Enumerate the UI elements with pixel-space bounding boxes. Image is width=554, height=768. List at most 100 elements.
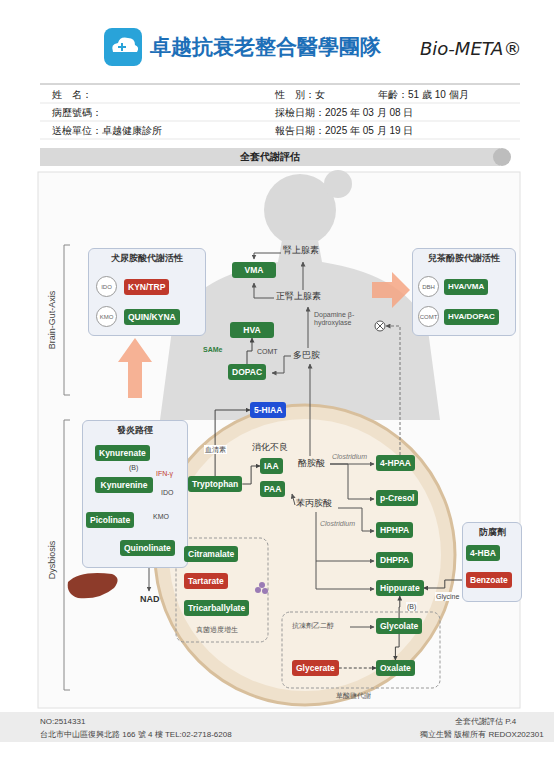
illustration-path (316, 512, 374, 589)
label-text: 年齡：51 歲 10 個月 (378, 89, 469, 100)
metabolite-box: HVA/DOPAC (444, 309, 499, 325)
panel-title: 犬尿胺酸代謝活性 (89, 253, 205, 265)
edge-label: IDO (160, 488, 174, 497)
node-text: Benzoate (470, 575, 508, 585)
illustration-line (40, 121, 520, 122)
illustration-rect (282, 612, 440, 688)
illustration-rect (38, 172, 520, 708)
illustration-path (372, 272, 410, 308)
metric-panel: 兒茶酚胺代謝活性 DBH HVA/VMA COMT HVA/DOPAC (412, 248, 516, 336)
label-text: Bio-META® (420, 38, 521, 60)
node-text: Glycolate (380, 621, 418, 631)
label-text: 抗凍劑乙二醇 (292, 622, 334, 630)
node-text: Picolinate (90, 515, 130, 525)
illustration-rect (0, 712, 554, 742)
connector (242, 466, 260, 484)
illustration-line (40, 84, 520, 85)
panel-title: 防腐劑 (463, 527, 521, 539)
illustration-path (316, 561, 374, 562)
illustration-path (254, 253, 281, 259)
panel-title: 兒茶酚胺代謝活性 (413, 253, 515, 265)
label-text: Dopamine β-hydroxylase (314, 311, 366, 327)
label-text: 報告日期：2025 年 05 月 19 日 (275, 125, 413, 136)
illustration-path (350, 627, 374, 628)
label-text: 真菌過度增生 (196, 626, 238, 634)
metabolite-box: HVA (230, 322, 274, 338)
connector (247, 338, 252, 364)
label-text: IFN-γ (156, 470, 173, 478)
node-text: VMA (245, 265, 264, 275)
metabolite-box: DOPAC (228, 364, 266, 380)
illustration-path (68, 573, 118, 598)
footer-text: 獨立生醫 版權所有 REDOX202301 (420, 729, 544, 740)
metabolite-box: Kynurenate (95, 445, 150, 461)
metabolite-box: PAA (260, 481, 285, 497)
node-text: IDO (101, 284, 112, 290)
node-text: HPHPA (380, 525, 409, 535)
metabolite-box: KYN/TRP (124, 279, 169, 295)
illustration-path (386, 326, 400, 460)
metabolite-box: QUIN/KYNA (124, 309, 180, 325)
connector (215, 410, 250, 476)
node-text: Tryptophan (192, 479, 238, 489)
metabolite-box: Glycolate (376, 618, 422, 634)
node-text: Quinolinate (124, 543, 171, 553)
illustration-circle (262, 588, 268, 594)
label-text: 苯丙胺酸 (296, 498, 332, 509)
label-text: SAMe (203, 346, 222, 354)
connector (424, 580, 466, 588)
illustration-circle (375, 321, 385, 331)
metabolite-box: Tricarballylate (184, 600, 249, 616)
section-title: 全套代謝評估 (240, 151, 300, 162)
illustration-path (118, 338, 152, 398)
illustration-path (64, 420, 70, 690)
node-text: p-Cresol (380, 493, 414, 503)
metabolite-box: IAA (260, 458, 283, 474)
label-text: 消化不良 (252, 442, 288, 453)
connector (399, 596, 401, 618)
metabolite-box: 5-HIAA (250, 402, 286, 418)
illustration-circle (259, 582, 265, 588)
label-text: 送檢單位：卓越健康診所 (52, 125, 162, 136)
node-text: 4-HPAA (380, 458, 411, 468)
illustration-path (308, 307, 309, 348)
illustration-circle (169, 419, 441, 691)
footer-text: 全套代謝評估 P.4 (455, 716, 516, 727)
illustration-path (112, 38, 138, 52)
label-text: 多巴胺 (293, 350, 320, 361)
node-text: DBH (422, 284, 435, 290)
illustration-rect (40, 148, 500, 166)
axis-label: Brain-Gut-Axis (47, 291, 58, 350)
node-text: Hippurate (380, 583, 420, 593)
enzyme-circle: IDO (96, 276, 117, 297)
node-text: Tricarballylate (188, 603, 245, 613)
metabolite-box: Oxalate (376, 660, 415, 676)
node-text: QUIN/KYNA (128, 312, 176, 322)
label-text: 卓越抗衰老整合醫學團隊 (150, 34, 381, 60)
enzyme-circle: DBH (418, 276, 439, 297)
metabolite-box: HPHPA (376, 522, 413, 538)
panel-title: 發炎路徑 (83, 425, 187, 437)
illustration-rect (176, 538, 268, 642)
metabolite-box: VMA (232, 262, 276, 278)
illustration-path (377, 323, 383, 329)
metabolite-box: Kynurenine (95, 477, 153, 493)
metabolite-box: Benzoate (466, 572, 512, 588)
node-text: PAA (264, 484, 281, 494)
metabolite-box: 4-HPAA (376, 455, 415, 471)
node-text: Glycerate (296, 663, 335, 673)
metabolite-box: Citramalate (184, 546, 238, 562)
metabolite-box: Hippurate (376, 580, 424, 596)
illustration-path (310, 364, 311, 456)
enzyme-circle: COMT (418, 306, 439, 327)
node-text: HVA/VMA (448, 282, 484, 291)
illustration-path (118, 43, 126, 51)
node-text: HVA (243, 325, 260, 335)
node-text: DOPAC (232, 367, 262, 377)
node-text: Oxalate (380, 663, 411, 673)
node-text: IAA (264, 461, 279, 471)
illustration-path (64, 245, 70, 395)
connector (395, 634, 399, 660)
